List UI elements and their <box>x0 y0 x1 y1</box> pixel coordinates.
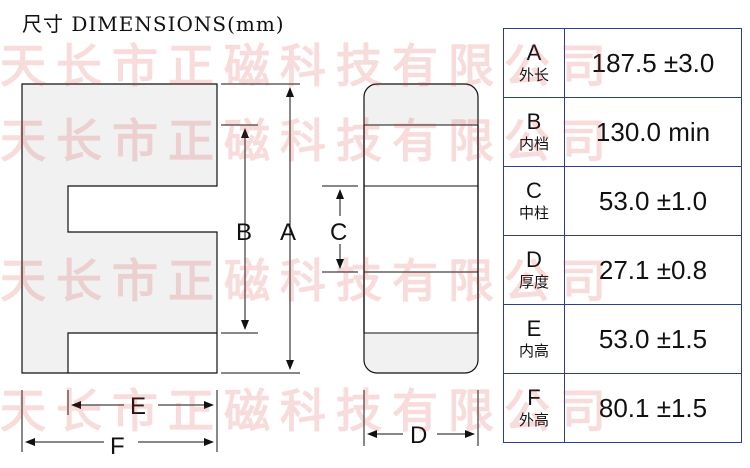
spec-name: 厚度 <box>518 273 549 291</box>
spec-name: 中柱 <box>518 204 549 222</box>
dim-b-label: B <box>236 219 252 246</box>
spec-name: 内档 <box>518 135 549 153</box>
spec-value: 130.0 min <box>564 97 742 167</box>
spec-letter: D <box>526 247 542 272</box>
spec-name: 外长 <box>518 66 549 84</box>
dim-a-label: A <box>280 219 296 246</box>
e-core-front-view <box>21 83 218 374</box>
spec-letter: B <box>526 109 542 134</box>
dim-e-label: E <box>130 393 146 420</box>
dim-d-label: D <box>410 422 427 449</box>
spec-letter: C <box>526 178 542 203</box>
spec-value: 53.0 ±1.5 <box>564 304 742 374</box>
spec-name: 外高 <box>518 411 549 429</box>
dim-c-label: C <box>330 219 347 246</box>
spec-letter: E <box>526 316 542 341</box>
page-title: 尺寸 DIMENSIONS(mm) <box>22 12 285 36</box>
spec-value: 187.5 ±3.0 <box>564 28 742 98</box>
spec-value: 80.1 ±1.5 <box>564 373 742 443</box>
spec-value: 27.1 ±0.8 <box>564 235 742 305</box>
spec-name: 内高 <box>518 342 549 360</box>
dim-f-label: F <box>110 433 125 460</box>
spec-value: 53.0 ±1.0 <box>564 166 742 236</box>
spec-letter: A <box>526 40 542 65</box>
spec-letter: F <box>527 385 541 410</box>
